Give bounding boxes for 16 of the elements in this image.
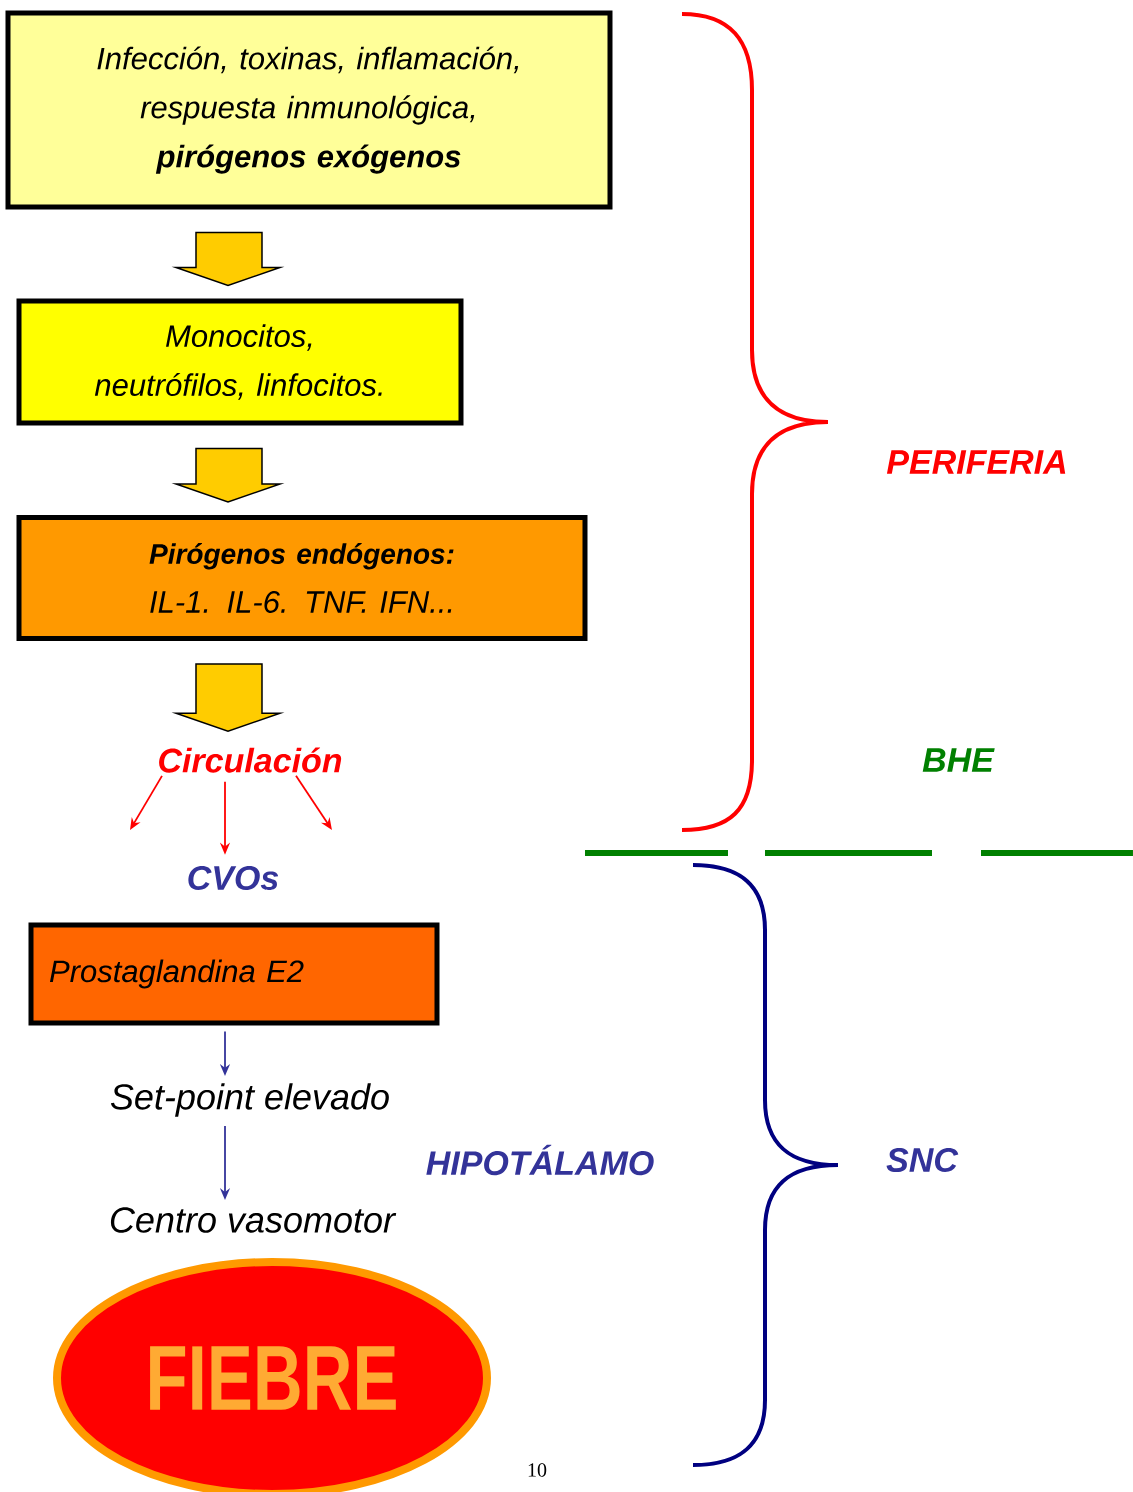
region-label: SNC <box>886 1147 959 1173</box>
block-arrow <box>171 231 285 287</box>
process-box: Monocitos, neutrófilos, linfocitos. <box>16 298 464 426</box>
block-arrow <box>171 447 285 503</box>
flow-text: Set-point elevado <box>110 1083 389 1117</box>
process-box: Prostaglandina E2 <box>28 922 440 1026</box>
block-arrow <box>171 663 285 732</box>
flow-text: Circulación <box>159 747 342 773</box>
region-label: PERIFERIA <box>886 450 1066 474</box>
flow-text: CVOs <box>188 865 279 891</box>
process-box: Infección, toxinas, inflamación, respuesta inmunológica, pirógenos exógenos <box>5 10 613 210</box>
region-label: HIPOTÁLAMO <box>426 1144 654 1176</box>
page-number: 10 <box>528 1463 547 1477</box>
region-label: BHE <box>922 748 995 772</box>
flow-text: Centro vasomotor <box>110 1207 397 1233</box>
process-box: Pirógenos endógenos: IL-1. IL-6. TNF. IFN... <box>16 515 588 641</box>
